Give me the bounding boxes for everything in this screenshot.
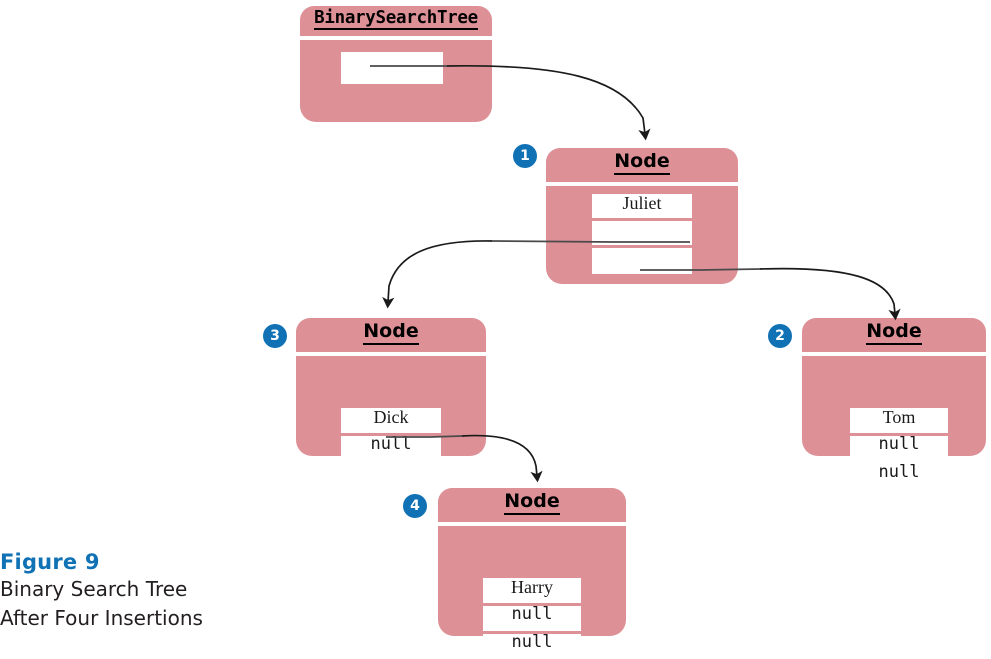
diagram-canvas: BinarySearchTree 1 Node Juliet 3: [0, 6, 986, 659]
field-harry-data[interactable]: Harry: [483, 578, 581, 603]
field-juliet-right[interactable]: [592, 248, 692, 274]
field-tom-data[interactable]: Tom: [850, 408, 948, 433]
field-tom-data-value: Tom: [882, 408, 916, 427]
header-body-gap: [300, 36, 492, 40]
step-marker-2: 2: [768, 324, 792, 348]
object-node-juliet[interactable]: Node Juliet: [546, 148, 738, 284]
node-dick-title: Node: [363, 321, 419, 345]
field-dick-data-value: Dick: [373, 408, 409, 427]
binarysearchtree-header: BinarySearchTree: [300, 6, 492, 36]
node-tom-header: Node: [802, 318, 986, 352]
header-body-gap: [802, 352, 986, 356]
node-juliet-body: Juliet: [546, 186, 738, 284]
binarysearchtree-body: [300, 40, 492, 122]
field-harry-left[interactable]: null: [483, 606, 581, 631]
field-tree-root[interactable]: [341, 52, 443, 84]
figure-number: Figure 9: [0, 550, 100, 574]
field-dick-left-value: null: [370, 436, 412, 454]
field-tom-left-value: null: [878, 436, 920, 454]
node-dick-header: Node: [296, 318, 486, 352]
header-body-gap: [546, 182, 738, 186]
field-dick-data-final[interactable]: Dick: [341, 408, 441, 433]
node-tom-title: Node: [866, 321, 922, 345]
header-body-gap: [438, 522, 626, 526]
step-marker-1: 1: [513, 144, 537, 168]
object-node-harry[interactable]: Node Harry null null: [438, 488, 626, 659]
field-tom-right[interactable]: null: [850, 464, 948, 489]
node-harry-body: Harry null null: [438, 526, 626, 659]
node-juliet-title: Node: [614, 151, 670, 175]
step-marker-3: 3: [263, 324, 287, 348]
field-juliet-data-value: Juliet: [622, 194, 662, 213]
object-binarysearchtree[interactable]: BinarySearchTree: [300, 6, 492, 122]
field-juliet-left[interactable]: [592, 221, 692, 245]
node-harry-header: Node: [438, 488, 626, 522]
field-dick-right[interactable]: [341, 464, 441, 490]
figure-caption-line-1: Binary Search Tree: [0, 577, 188, 601]
node-juliet-header: Node: [546, 148, 738, 182]
node-harry-title: Node: [504, 491, 560, 515]
node-tom-body: Tom null null: [802, 356, 986, 489]
object-node-tom[interactable]: Node Tom null null: [802, 318, 986, 489]
binarysearchtree-title: BinarySearchTree: [314, 9, 478, 31]
object-node-dick[interactable]: Node Dick null: [296, 318, 486, 490]
node-dick-body: Dick null: [296, 356, 486, 490]
step-marker-4: 4: [403, 494, 427, 518]
field-tom-left[interactable]: null: [850, 436, 948, 461]
field-harry-right[interactable]: null: [483, 634, 581, 659]
header-body-gap: [296, 352, 486, 356]
field-harry-data-value: Harry: [511, 578, 553, 597]
field-juliet-data[interactable]: Juliet: [592, 194, 692, 218]
field-tom-right-value: null: [878, 464, 920, 482]
field-harry-left-value: null: [511, 606, 553, 624]
field-dick-left[interactable]: null: [341, 436, 441, 461]
figure-caption: Figure 9 Binary Search Tree After Four I…: [0, 549, 203, 633]
figure-caption-line-2: After Four Insertions: [0, 606, 203, 630]
